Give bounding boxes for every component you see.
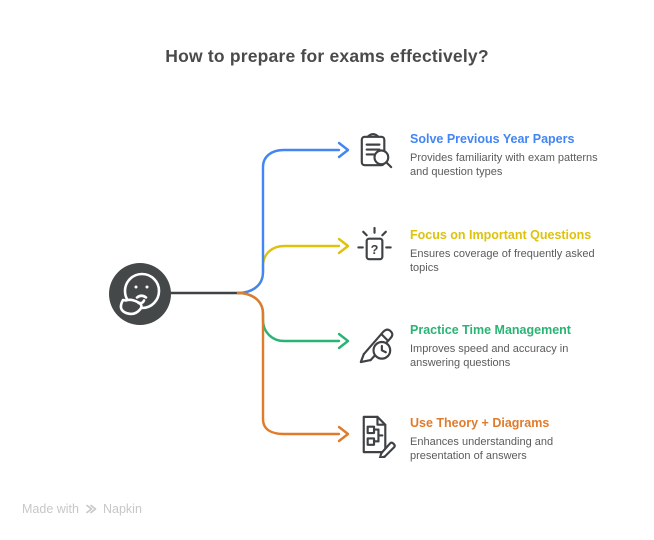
pencil-clock-icon: [359, 328, 394, 364]
branch-title: Practice Time Management: [410, 323, 571, 337]
arrowhead-green-icon: [337, 332, 350, 350]
branch-text-block: Focus on Important Questions Ensures cov…: [410, 223, 615, 276]
branch-item-solve-papers: Solve Previous Year Papers Provides fami…: [352, 127, 620, 180]
branch-line-yellow: [236, 244, 341, 295]
central-topic-node: [109, 263, 171, 325]
branch-line-green: [236, 291, 341, 343]
branch-description: Provides familiarity with exam patterns …: [410, 151, 598, 179]
arrowhead-yellow-icon: [337, 237, 350, 255]
branch-description: Improves speed and accuracy in answering…: [410, 342, 569, 370]
branch-item-theory-diagrams: Use Theory + Diagrams Enhances understan…: [352, 411, 620, 464]
svg-text:?: ?: [371, 242, 379, 257]
napkin-brand-label: Napkin: [102, 502, 142, 516]
clipboard-search-icon: [360, 133, 393, 169]
branch-item-important-questions: ? Focus on Important Questions Ensures c…: [352, 223, 620, 276]
branch-description: Ensures coverage of frequently asked top…: [410, 247, 595, 275]
thinking-face-icon: [119, 272, 161, 316]
branch-text-block: Use Theory + Diagrams Enhances understan…: [410, 411, 615, 464]
branch-text-block: Solve Previous Year Papers Provides fami…: [410, 127, 615, 180]
napkin-logo-icon: [86, 504, 97, 514]
branch-title: Focus on Important Questions: [410, 228, 592, 242]
branch-title: Solve Previous Year Papers: [410, 132, 575, 146]
made-with-napkin-badge[interactable]: Made with Napkin: [22, 502, 142, 516]
arrowhead-blue-icon: [337, 141, 350, 159]
branch-item-time-management: Practice Time Management Improves speed …: [352, 318, 620, 371]
branch-line-orange: [236, 291, 341, 436]
page-title: How to prepare for exams effectively?: [165, 46, 489, 66]
important-question-icon: ?: [357, 226, 392, 261]
branch-title: Use Theory + Diagrams: [410, 416, 550, 430]
document-diagram-pencil-icon: [362, 415, 396, 458]
branch-text-block: Practice Time Management Improves speed …: [410, 318, 615, 371]
arrowhead-orange-icon: [337, 425, 350, 443]
made-with-label: Made with: [22, 502, 79, 516]
branch-line-blue: [236, 148, 341, 295]
branch-description: Enhances understanding and presentation …: [410, 435, 554, 463]
